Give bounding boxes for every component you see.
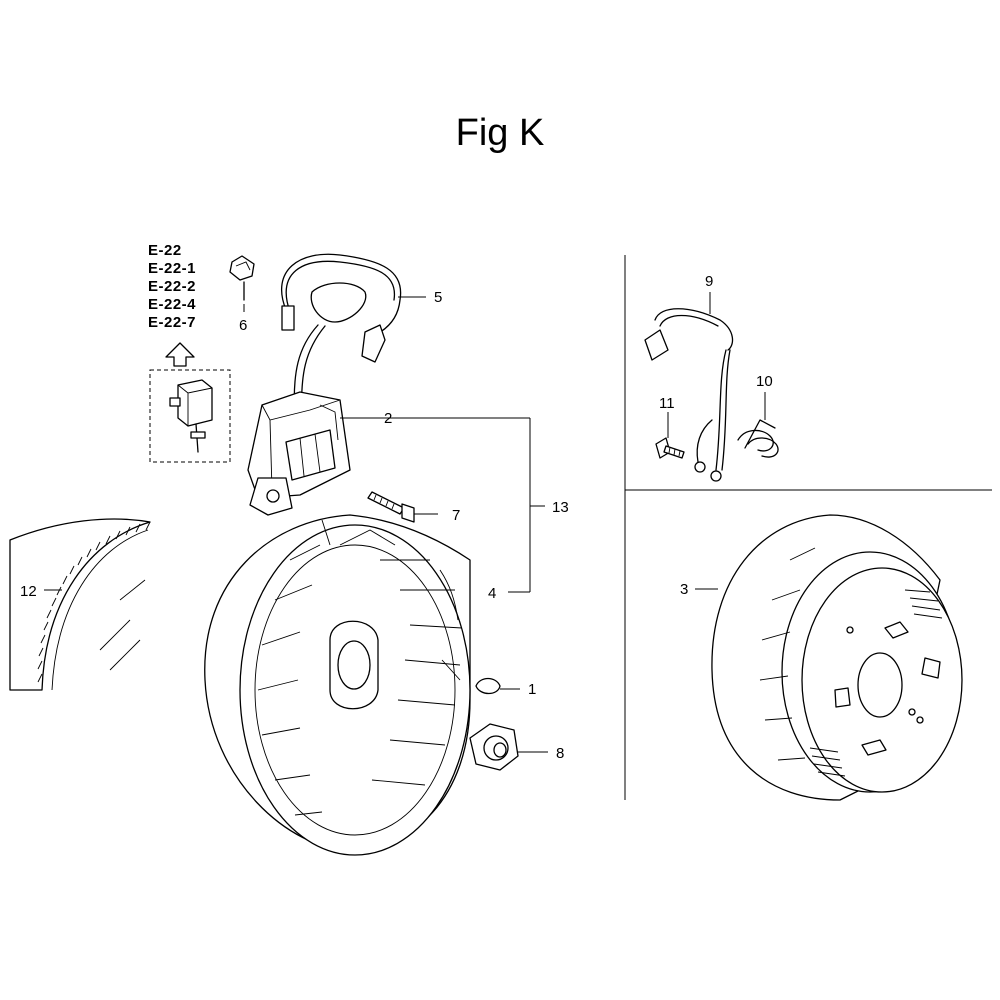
part-7-bolt[interactable]	[367, 491, 415, 523]
callout-9[interactable]: 9	[705, 273, 713, 290]
callout-2[interactable]: 2	[384, 410, 392, 427]
callout-8[interactable]: 8	[556, 745, 564, 762]
part-2-ignition-coil[interactable]	[247, 391, 351, 516]
callout-10[interactable]: 10	[756, 373, 773, 390]
part-5-ignition-lead[interactable]	[280, 253, 402, 431]
alternative-coil-box[interactable]	[149, 369, 231, 463]
callout-numbers: 1 2 3 4 5 6 7 8 9 10 11 12 13	[20, 273, 773, 762]
part-12-ring-gear[interactable]	[9, 518, 151, 691]
part-8-nut[interactable]	[469, 723, 519, 771]
callout-13[interactable]: 13	[552, 499, 569, 516]
figure-title: Fig K	[455, 112, 545, 154]
part-4-flywheel[interactable]	[204, 514, 471, 856]
callout-6[interactable]: 6	[239, 317, 247, 334]
part-11-screw[interactable]	[655, 437, 685, 459]
part-10-wire-clip[interactable]	[737, 419, 779, 458]
part-9-wire-harness[interactable]	[644, 308, 734, 482]
reference-figure[interactable]: E-22-7	[148, 314, 197, 331]
reference-arrow-icon	[165, 342, 195, 367]
callout-3[interactable]: 3	[680, 581, 688, 598]
callout-5[interactable]: 5	[434, 289, 442, 306]
leader-lines	[44, 292, 766, 753]
callout-12[interactable]: 12	[20, 583, 37, 600]
callout-4[interactable]: 4	[488, 585, 496, 602]
callout-7[interactable]: 7	[452, 507, 460, 524]
reference-figure[interactable]: E-22-2	[148, 278, 197, 295]
reference-figure-list: E-22 E-22-1 E-22-2 E-22-4 E-22-7	[148, 242, 196, 332]
part-3-flywheel[interactable]	[711, 514, 963, 801]
callout-11[interactable]: 11	[659, 395, 675, 412]
callout-1[interactable]: 1	[528, 681, 536, 698]
part-6-clip[interactable]	[229, 255, 255, 301]
reference-figure[interactable]: E-22-4	[148, 296, 197, 313]
section-dividers	[624, 255, 992, 800]
reference-figure[interactable]: E-22-1	[148, 260, 197, 277]
reference-figure[interactable]: E-22	[148, 242, 182, 259]
part-1-key[interactable]	[475, 677, 501, 695]
